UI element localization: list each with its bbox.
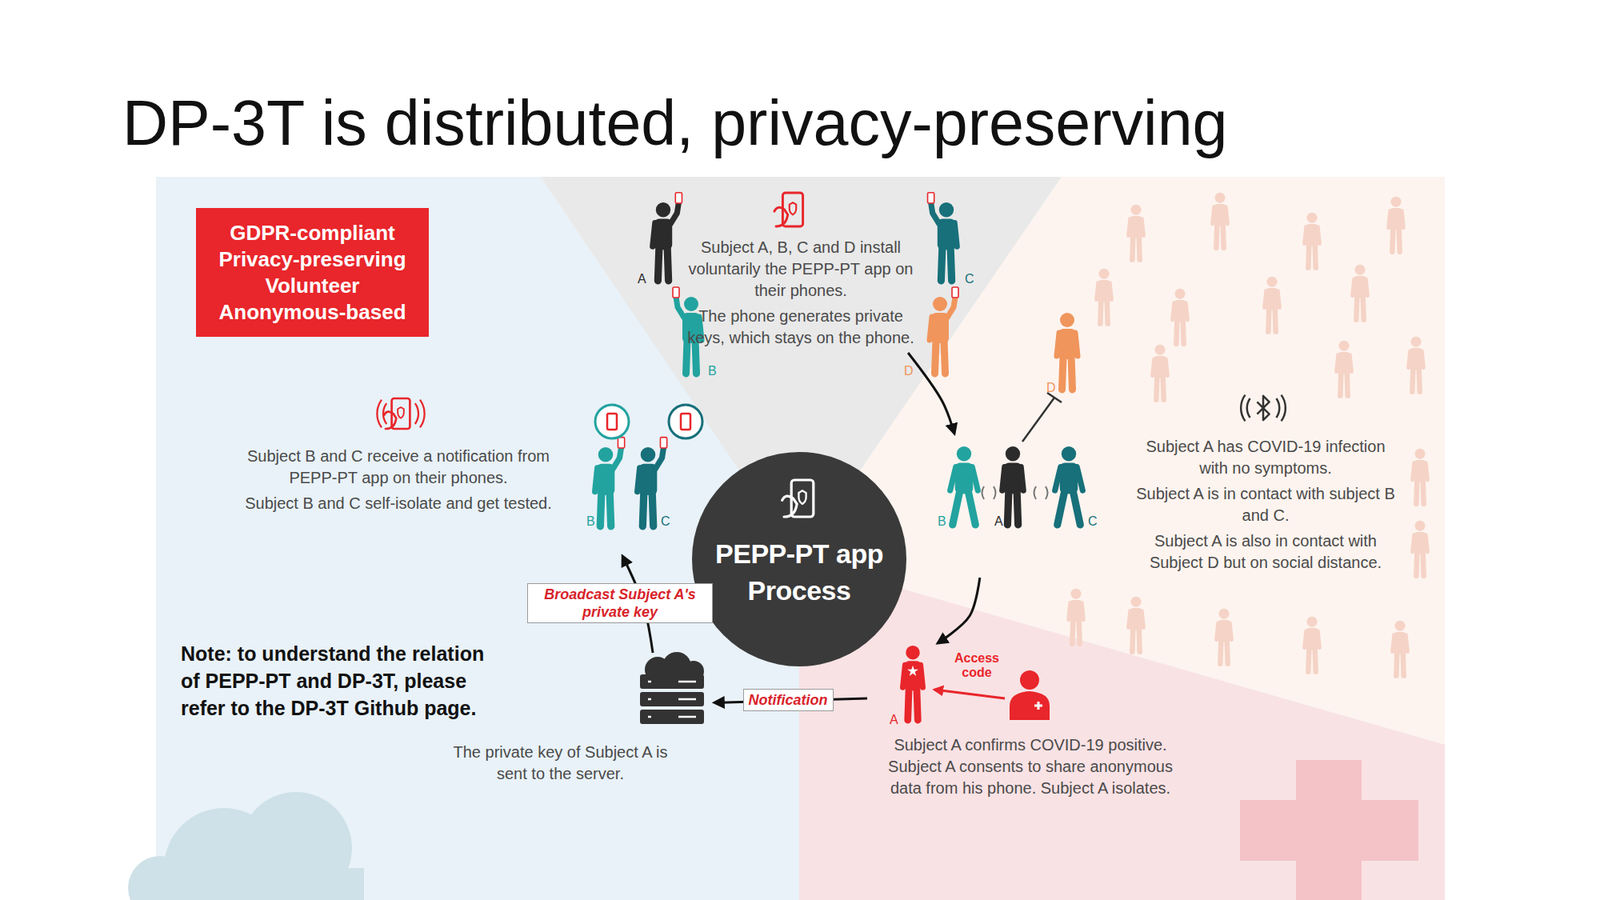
node-text: PEPP-PT app Process xyxy=(703,535,896,609)
person-figure xyxy=(1408,336,1424,392)
process-circle: PEPP-PT app Process xyxy=(692,452,907,667)
person-figure xyxy=(928,192,958,281)
node-text: Subject A has COVID-19 infection with no… xyxy=(1132,436,1399,480)
node-text: The phone generates private keys, which … xyxy=(680,305,921,349)
person-figure xyxy=(1388,196,1404,252)
person-figure xyxy=(1068,588,1084,644)
figure-letter: B xyxy=(937,514,947,529)
signal-mark xyxy=(982,486,996,500)
node-text: Privacy-preserving xyxy=(202,246,423,273)
stage-notify: Subject B and C receive a notification f… xyxy=(240,406,709,556)
stage-positive: Subject A confirms COVID-19 positive. Su… xyxy=(867,643,1194,804)
person-figure xyxy=(1304,212,1320,268)
person-figure xyxy=(902,645,923,720)
pink-region xyxy=(799,559,1445,900)
node-text: Subject A is in contact with subject B a… xyxy=(1132,483,1399,527)
person-figure xyxy=(950,446,979,525)
flow-arrow xyxy=(908,352,955,434)
node-text: Subject B and C self-isolate and get tes… xyxy=(240,492,557,515)
stage-server: The private key of Subject A is sent to … xyxy=(438,652,715,789)
node-text: The private key of Subject A is sent to … xyxy=(441,741,680,785)
speech-bubble xyxy=(595,404,629,439)
slide-title: DP-3T is distributed, privacy-preserving xyxy=(122,86,1228,160)
distance-bar xyxy=(1022,392,1062,442)
node-text: Anonymous-based xyxy=(202,299,423,326)
edge-label: Notification xyxy=(743,688,834,712)
figure-letter: A xyxy=(994,514,1004,529)
node-text: Subject A is also in contact with Subjec… xyxy=(1132,530,1399,574)
person-figure xyxy=(1412,448,1428,504)
figure-letter: D xyxy=(904,364,914,379)
edge-label: Broadcast Subject A's private key xyxy=(527,583,713,624)
person-figure xyxy=(652,192,683,281)
figure-letter: D xyxy=(1046,380,1056,396)
figure-letter: B xyxy=(586,514,596,529)
person-figure xyxy=(1212,192,1228,248)
speech-bubble xyxy=(668,404,703,439)
access-arrow xyxy=(934,689,1005,699)
red-cross xyxy=(1240,760,1419,900)
person-figure xyxy=(1336,340,1352,396)
figure-letter: A xyxy=(637,272,647,287)
node-text: GDPR-compliant xyxy=(202,220,423,247)
doctor-figure xyxy=(1009,670,1050,720)
phone-icon xyxy=(376,398,426,429)
person-figure xyxy=(929,287,959,374)
phone-icon xyxy=(774,192,804,227)
figure-letter: A xyxy=(889,712,899,728)
person-figure xyxy=(1172,288,1188,344)
person-figure xyxy=(1096,268,1112,324)
note-text: Note: to understand the relation of PEPP… xyxy=(180,640,497,722)
node-text: Subject A, B, C and D install voluntaril… xyxy=(680,236,921,302)
figure-letter: B xyxy=(708,364,717,379)
person-figure xyxy=(1392,620,1408,676)
node-text: Volunteer xyxy=(202,272,423,300)
person-figure xyxy=(1055,446,1084,525)
cloud-shape xyxy=(128,792,364,900)
person-figure xyxy=(595,437,625,527)
person-figure xyxy=(1002,446,1024,525)
node-text: Subject A confirms COVID-19 positive. Su… xyxy=(870,734,1191,800)
person-figure xyxy=(1216,608,1232,664)
figure-letter: C xyxy=(964,272,975,287)
person-figure xyxy=(1056,312,1078,390)
phone-icon xyxy=(782,480,814,517)
figure-letter: C xyxy=(660,514,671,529)
figure-letter: C xyxy=(1088,514,1098,529)
bluetooth-icon xyxy=(1240,394,1287,422)
stage-install: Subject A, B, C and D install voluntaril… xyxy=(680,236,921,353)
person-figure xyxy=(1412,520,1428,576)
feature-box: GDPR-compliantPrivacy-preservingVoluntee… xyxy=(196,208,429,337)
node-text: Subject B and C receive a notification f… xyxy=(240,445,557,489)
access-code-label: Access code xyxy=(950,651,1004,680)
server-icon xyxy=(640,652,704,724)
person-figure xyxy=(1264,276,1280,332)
flow-arrow xyxy=(937,577,980,644)
person-figure xyxy=(1352,264,1368,320)
person-figure xyxy=(1152,344,1168,400)
person-figure xyxy=(1304,616,1320,672)
signal-mark xyxy=(1034,486,1048,500)
person-figure xyxy=(637,437,668,527)
stage-contact: Subject A has COVID-19 infection with no… xyxy=(923,433,1404,578)
crowd xyxy=(1068,192,1428,676)
blue-region xyxy=(156,176,1445,900)
person-figure xyxy=(1128,596,1144,652)
person-figure xyxy=(1128,204,1144,260)
